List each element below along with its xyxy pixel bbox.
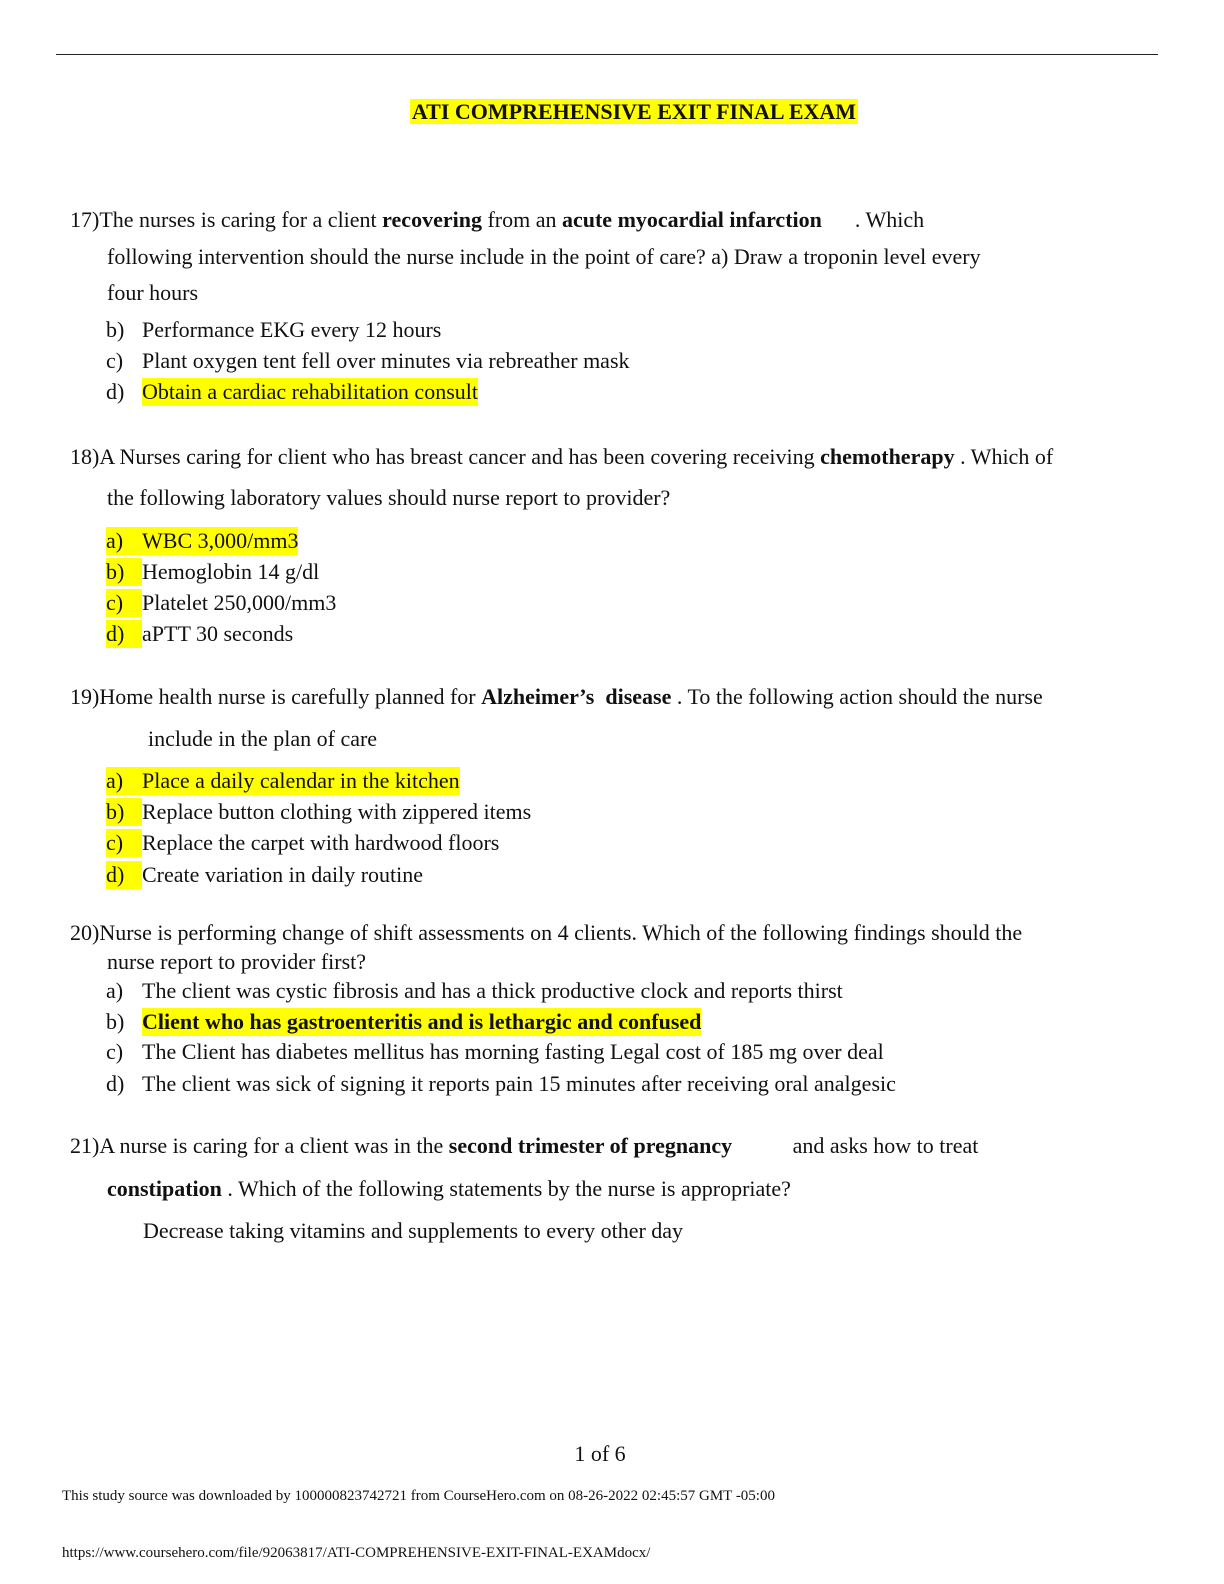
page-title: ATI COMPREHENSIVE EXIT FINAL EXAM [409, 99, 859, 124]
source-url[interactable]: https://www.coursehero.com/file/92063817… [62, 1545, 651, 1561]
question-17-stem-line-3: four hours [107, 280, 199, 305]
question-21-answer-text: Decrease taking vitamins and supplements… [143, 1218, 684, 1243]
question-21-stem: 21)A nurse is caring for a client was in… [70, 1133, 979, 1158]
question-17-stem: 17)The nurses is caring for a client rec… [70, 207, 925, 232]
question-17-stem-line-2: following intervention should the nurse … [107, 244, 981, 269]
page-number: 1 of 6 [574, 1441, 626, 1466]
question-20-stem: 20)Nurse is performing change of shift a… [70, 920, 1023, 945]
download-notice: This study source was downloaded by 1000… [62, 1488, 775, 1504]
question-21-stem-line-2: constipation . Which of the following st… [107, 1176, 791, 1201]
question-19-stem: 19)Home health nurse is carefully planne… [70, 684, 1043, 709]
question-18-stem: 18)A Nurses caring for client who has br… [70, 444, 1054, 469]
question-19-stem-line-2: include in the plan of care [148, 726, 378, 751]
question-18-stem-line-2: the following laboratory values should n… [107, 485, 671, 510]
header-rule [56, 54, 1158, 55]
question-20-stem-line-2: nurse report to provider first? [107, 949, 367, 974]
